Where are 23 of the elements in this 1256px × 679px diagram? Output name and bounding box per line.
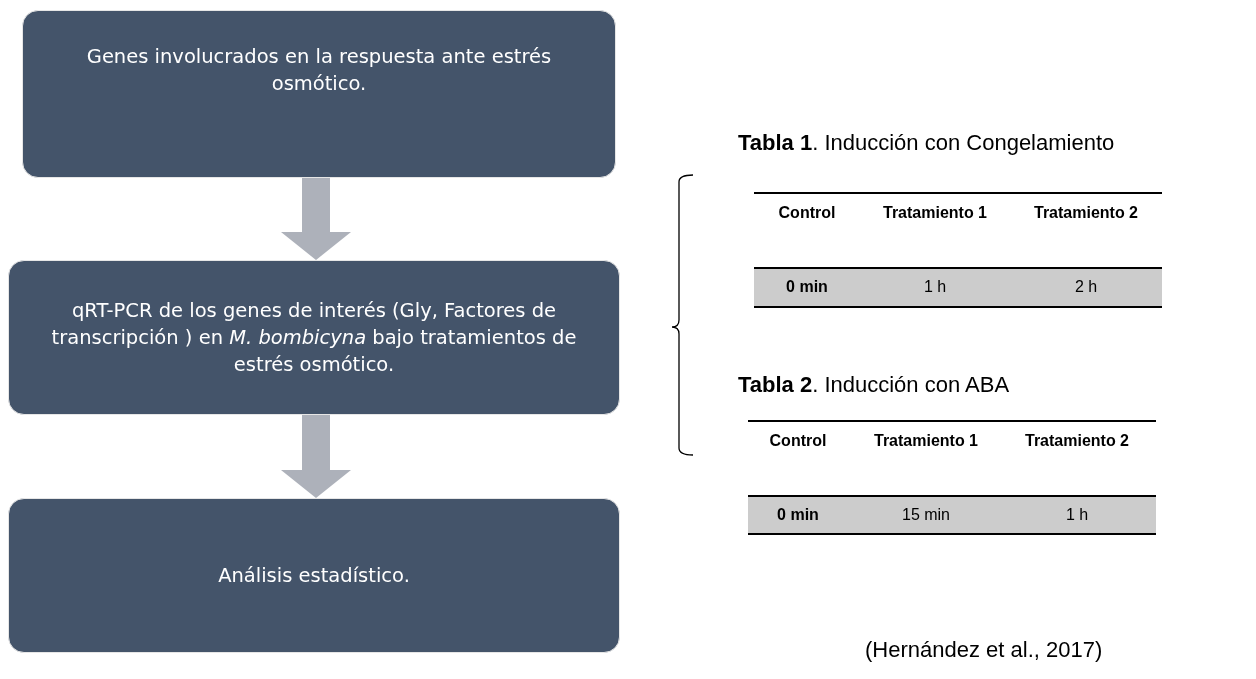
- process-box: [8, 260, 620, 415]
- process-box: [8, 498, 620, 653]
- process-box: [22, 10, 616, 178]
- column-header: Tratamiento 2: [1033, 203, 1139, 223]
- column-header: Tratamiento 2: [1024, 431, 1130, 451]
- box-text: Análisis estadístico.: [218, 562, 410, 589]
- table-cell-text: 15 min: [901, 505, 951, 525]
- column-header: Tratamiento 1: [873, 431, 979, 451]
- table-cell-text: 1 h: [1064, 505, 1090, 525]
- column-header: Control: [777, 203, 837, 223]
- row-header: 0 min: [776, 505, 820, 525]
- table-cell-text: 2 h: [1073, 277, 1099, 297]
- block-arrow: [281, 415, 351, 498]
- column-header: Control: [768, 431, 828, 451]
- table-title: Tabla 1. Inducción con Congelamiento: [738, 130, 1115, 156]
- box-text: Genes involucrados en la respuesta ante estrés osmótico.: [85, 43, 553, 97]
- column-header: Tratamiento 1: [882, 203, 988, 223]
- box-text: qRT-PCR de los genes de interés (Gly, Factores de transcripción ) en M. bombicyna bajo tratamientos de estrés osmótico.: [50, 297, 578, 379]
- row-header: 0 min: [785, 277, 829, 297]
- table-title: Tabla 2. Inducción con ABA: [738, 372, 1010, 398]
- block-arrow: [281, 178, 351, 260]
- citation: (Hernández et al., 2017): [865, 637, 1103, 663]
- table-cell-text: 1 h: [922, 277, 948, 297]
